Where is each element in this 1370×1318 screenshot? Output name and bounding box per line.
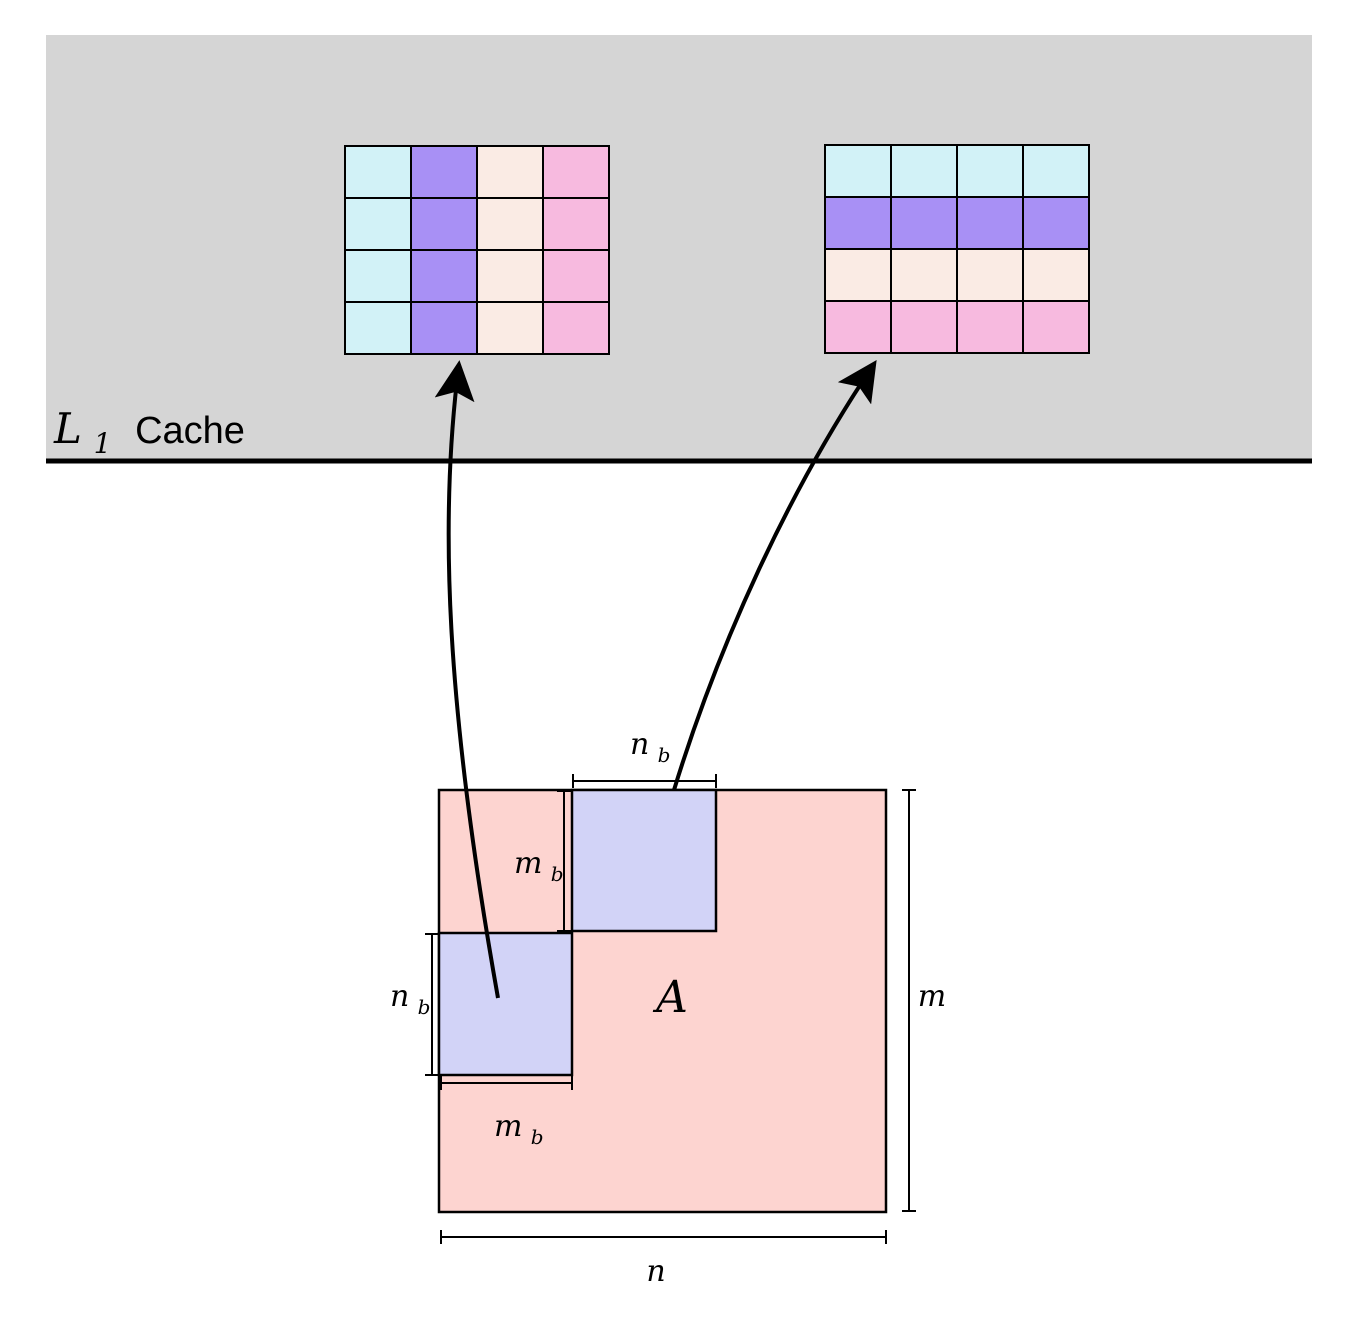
column-tile-cell-r0-c1	[410, 145, 478, 199]
row-tile-cell-r1-c2	[956, 196, 1024, 250]
row-tile-cell-r0-c3	[1022, 144, 1090, 198]
dimension-left-block-height	[425, 933, 439, 1076]
row-tile-cell-r0-c2	[956, 144, 1024, 198]
row-tile-cell-r1-c1	[890, 196, 958, 250]
row-tile-cell-r3-c0	[824, 300, 892, 354]
cache-label-subscript: 1	[94, 427, 112, 460]
cache-tile-column-major	[344, 145, 610, 355]
label-m: m	[918, 979, 946, 1014]
matrix-block-left	[437, 931, 574, 1077]
column-tile-cell-r0-c2	[476, 145, 544, 199]
dimension-top-block-width	[572, 774, 717, 788]
dimension-top-block-height	[557, 790, 571, 932]
column-tile-cell-r2-c3	[542, 249, 610, 303]
column-tile-cell-r3-c3	[542, 301, 610, 355]
row-tile-cell-r2-c1	[890, 248, 958, 302]
column-tile-cell-r3-c0	[344, 301, 412, 355]
dimension-n	[440, 1230, 887, 1244]
row-tile-cell-r2-c0	[824, 248, 892, 302]
row-tile-cell-r1-c3	[1022, 196, 1090, 250]
label-n: n	[646, 1254, 665, 1289]
cache-label-letter: L	[53, 404, 82, 453]
row-tile-cell-r3-c3	[1022, 300, 1090, 354]
cache-label-word: Cache	[135, 410, 245, 452]
column-tile-cell-r2-c2	[476, 249, 544, 303]
column-tile-cell-r1-c0	[344, 197, 412, 251]
matrix-name: A	[652, 972, 688, 1023]
arrow-left-block-to-column-tile	[434, 360, 500, 999]
column-tile-cell-r1-c3	[542, 197, 610, 251]
column-tile-cell-r0-c0	[344, 145, 412, 199]
label-left-block-width: m b	[494, 1109, 544, 1149]
row-tile-cell-r0-c0	[824, 144, 892, 198]
row-tile-cell-r2-c3	[1022, 248, 1090, 302]
column-tile-cell-r3-c2	[476, 301, 544, 355]
cache-label: L 1 Cache	[53, 404, 245, 462]
column-tile-cell-r2-c0	[344, 249, 412, 303]
row-tile-cell-r1-c0	[824, 196, 892, 250]
row-tile-cell-r0-c1	[890, 144, 958, 198]
column-tile-cell-r1-c1	[410, 197, 478, 251]
label-left-block-height: n b	[390, 979, 430, 1019]
row-tile-cell-r2-c2	[956, 248, 1024, 302]
cache-tile-row-major	[824, 144, 1090, 354]
column-tile-cell-r3-c1	[410, 301, 478, 355]
matrix-block-top	[570, 788, 718, 933]
l1-cache-region	[46, 35, 1312, 461]
column-tile-cell-r2-c1	[410, 249, 478, 303]
arrow-top-block-to-row-tile	[672, 360, 877, 791]
label-top-block-width: n b	[630, 727, 670, 767]
row-tile-cell-r3-c1	[890, 300, 958, 354]
dimension-left-block-width	[440, 1076, 573, 1090]
column-tile-cell-r1-c2	[476, 197, 544, 251]
row-tile-cell-r3-c2	[956, 300, 1024, 354]
dimension-m	[902, 789, 916, 1212]
label-top-block-height: m b	[514, 846, 564, 886]
column-tile-cell-r0-c3	[542, 145, 610, 199]
